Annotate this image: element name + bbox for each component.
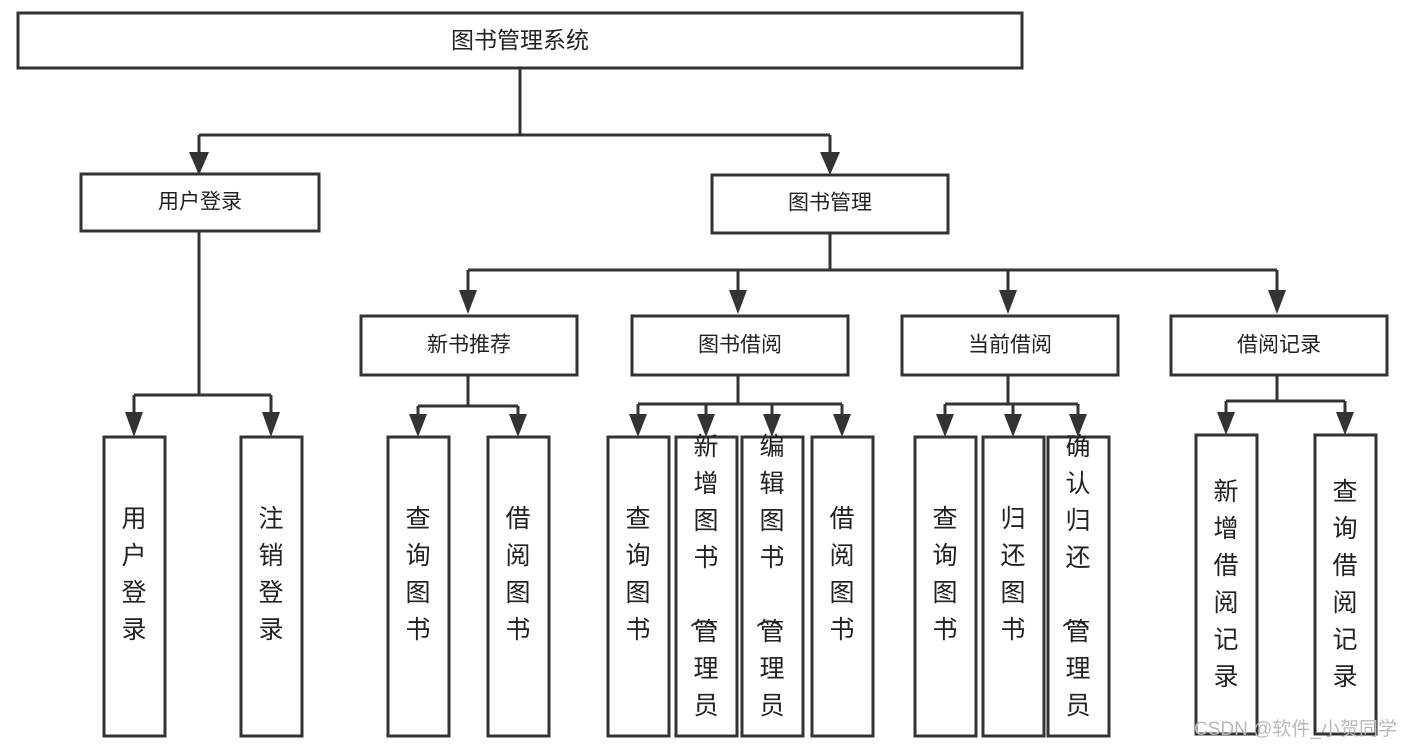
node-borrow-record-box[interactable]	[1169, 314, 1389, 377]
node-leaf-confirm-return-box[interactable]	[1046, 435, 1111, 738]
node-leaf-edit-book-label: 编辑图书（管理员）	[753, 433, 784, 747]
node-book-borrow[interactable]: 图书借阅	[630, 314, 850, 377]
node-leaf-borrow-books-2-box[interactable]	[810, 435, 875, 738]
node-leaf-query-record-box[interactable]	[1313, 433, 1378, 736]
node-root-label: 图书管理系统	[451, 27, 589, 53]
arrowhead-to-leaf-user-logout	[262, 412, 280, 437]
node-leaf-query-books-2-label: 查询图书	[625, 505, 650, 644]
node-leaf-query-record-label: 查询借阅记录	[1332, 478, 1357, 691]
node-leaf-query-books-2-box[interactable]	[606, 435, 671, 738]
arrowhead-to-leaf-borrow-books-1	[509, 414, 527, 437]
arrowhead-to-current-borrow	[999, 290, 1017, 314]
arrowhead-to-leaf-user-login	[125, 412, 143, 437]
arrowhead-to-leaf-query-record	[1336, 412, 1354, 435]
node-leaf-edit-book-box[interactable]	[740, 435, 805, 738]
arrowhead-to-leaf-edit-book	[763, 414, 781, 437]
arrowhead-to-borrow-record	[1268, 290, 1286, 314]
node-leaf-borrow-books-1-box[interactable]	[486, 435, 551, 738]
node-leaf-return-books[interactable]: 归还图书	[981, 435, 1046, 738]
arrowhead-to-leaf-query-books-2	[629, 414, 647, 437]
node-leaf-confirm-return-label: 确认归还（管理员）	[1059, 433, 1090, 747]
node-borrow-record-label: 借阅记录	[1237, 334, 1321, 357]
node-leaf-borrow-books-2-label: 借阅图书	[829, 505, 854, 644]
node-borrow-record[interactable]: 借阅记录	[1169, 314, 1389, 377]
node-leaf-user-logout-box[interactable]	[239, 435, 304, 738]
node-leaf-query-books-3-box[interactable]	[913, 435, 978, 738]
arrowhead-to-leaf-add-record	[1217, 412, 1235, 435]
arrowhead-to-new-book-recommend	[459, 290, 477, 314]
arrowhead-layer	[125, 152, 1354, 437]
arrowhead-to-leaf-borrow-books-2	[833, 414, 851, 437]
node-leaf-query-books-3-label: 查询图书	[932, 505, 957, 644]
node-leaf-query-books-3[interactable]: 查询图书	[913, 435, 978, 738]
node-current-borrow-label: 当前借阅	[968, 334, 1052, 357]
arrowhead-to-book-management	[820, 152, 840, 175]
arrowhead-to-leaf-query-books-1	[409, 414, 427, 437]
arrowhead-to-leaf-return-books	[1004, 414, 1022, 437]
node-new-book-recommend-label: 新书推荐	[427, 334, 511, 357]
node-leaf-user-logout[interactable]: 注销登录	[239, 435, 304, 738]
node-leaf-return-books-label: 归还图书	[1000, 505, 1025, 644]
node-leaf-user-logout-label: 注销登录	[258, 505, 283, 644]
node-user-login-box[interactable]	[79, 172, 321, 233]
node-root[interactable]: 图书管理系统	[16, 11, 1024, 70]
node-user-login-label: 用户登录	[158, 191, 242, 214]
node-leaf-add-record-label: 新增借阅记录	[1213, 478, 1238, 691]
node-leaf-borrow-books-1[interactable]: 借阅图书	[486, 435, 551, 738]
node-leaf-add-book[interactable]: 新增图书（管理员）	[674, 433, 739, 747]
node-book-management-box[interactable]	[710, 173, 950, 235]
arrowhead-to-leaf-confirm-return	[1069, 414, 1087, 437]
node-leaf-user-login-label: 用户登录	[121, 505, 146, 644]
node-book-borrow-label: 图书借阅	[698, 334, 782, 357]
node-leaf-borrow-books-2[interactable]: 借阅图书	[810, 435, 875, 738]
node-root-box[interactable]	[16, 11, 1024, 70]
node-book-management[interactable]: 图书管理	[710, 173, 950, 235]
node-leaf-add-book-label: 新增图书（管理员）	[687, 433, 718, 747]
node-leaf-add-record[interactable]: 新增借阅记录	[1194, 433, 1259, 736]
node-leaf-query-record[interactable]: 查询借阅记录	[1313, 433, 1378, 736]
node-leaf-return-books-box[interactable]	[981, 435, 1046, 738]
node-leaf-add-book-box[interactable]	[674, 435, 739, 738]
node-leaf-user-login[interactable]: 用户登录	[102, 435, 167, 738]
node-current-borrow[interactable]: 当前借阅	[900, 314, 1120, 377]
node-leaf-confirm-return[interactable]: 确认归还（管理员）	[1046, 433, 1111, 747]
node-book-management-label: 图书管理	[788, 192, 872, 215]
node-leaf-user-login-box[interactable]	[102, 435, 167, 738]
arrowhead-to-user-login	[189, 152, 209, 175]
node-current-borrow-box[interactable]	[900, 314, 1120, 377]
node-leaf-query-books-1[interactable]: 查询图书	[386, 435, 451, 738]
node-leaf-query-books-1-box[interactable]	[386, 435, 451, 738]
node-new-book-recommend-box[interactable]	[359, 314, 579, 377]
arrowhead-to-book-borrow	[729, 290, 747, 314]
node-leaf-add-record-box[interactable]	[1194, 433, 1259, 736]
arrowhead-to-leaf-add-book	[697, 414, 715, 437]
leaf-node-layer: 用户登录 注销登录 查询图书 借阅图书 查询图书 新增图书（管理员）	[102, 433, 1378, 747]
arrowhead-to-leaf-query-books-3	[936, 414, 954, 437]
node-leaf-query-books-1-label: 查询图书	[405, 505, 430, 644]
node-new-book-recommend[interactable]: 新书推荐	[359, 314, 579, 377]
node-leaf-borrow-books-1-label: 借阅图书	[505, 505, 530, 644]
node-leaf-query-books-2[interactable]: 查询图书	[606, 435, 671, 738]
node-leaf-edit-book[interactable]: 编辑图书（管理员）	[740, 433, 805, 747]
node-user-login[interactable]: 用户登录	[79, 172, 321, 233]
node-book-borrow-box[interactable]	[630, 314, 850, 377]
